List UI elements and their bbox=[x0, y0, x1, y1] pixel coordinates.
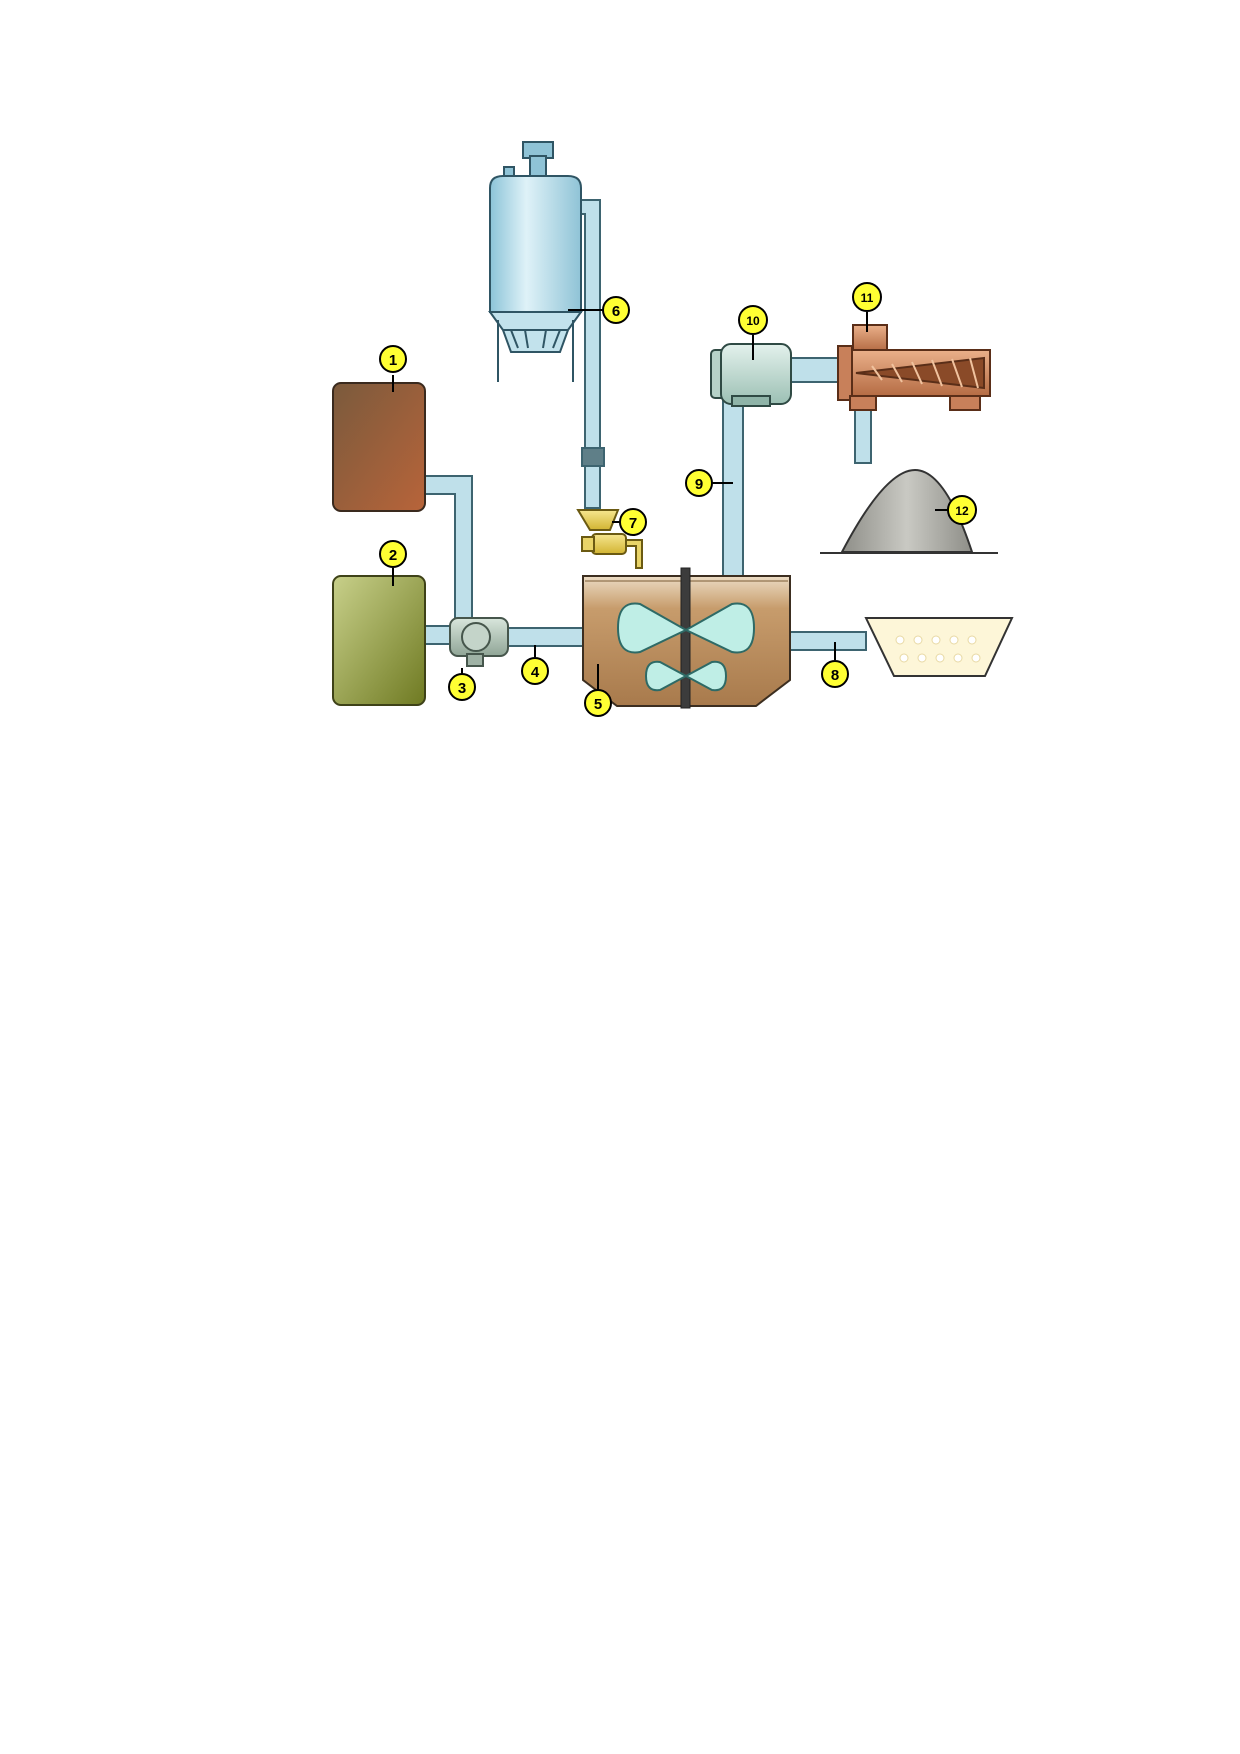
pipe-8-mixer-to-tray bbox=[785, 631, 867, 651]
storage-silo bbox=[488, 141, 583, 382]
feeder bbox=[576, 509, 643, 569]
callout-1: 1 bbox=[379, 345, 407, 373]
pipe-tank1-to-pump bbox=[422, 475, 473, 625]
callout-9-badge bbox=[685, 469, 713, 497]
tray-body bbox=[864, 617, 1014, 677]
press-inlet bbox=[852, 324, 888, 352]
mixer-shaft bbox=[680, 567, 691, 709]
callout-10-label: 10 bbox=[746, 314, 760, 328]
callout-11-label: 11 bbox=[861, 291, 874, 305]
tray-holes bbox=[895, 635, 981, 663]
raw-material-tank-1 bbox=[332, 382, 426, 512]
press-flange bbox=[837, 345, 853, 401]
callout-12: 12 bbox=[947, 495, 977, 525]
callout-2-label: 2 bbox=[389, 547, 397, 564]
callout-12-label: 12 bbox=[955, 504, 969, 518]
callout-5-badge bbox=[584, 689, 612, 717]
callout-5: 5 bbox=[584, 689, 612, 717]
callout-4-label: 4 bbox=[531, 664, 540, 681]
pipe-tank2-to-pump bbox=[422, 625, 454, 645]
callout-12-badge bbox=[947, 495, 977, 525]
callout-4-badge bbox=[521, 657, 549, 685]
impeller-upper bbox=[616, 602, 756, 654]
pump bbox=[449, 617, 509, 667]
feeder-knob bbox=[581, 536, 595, 552]
silo-top-neck bbox=[529, 155, 547, 179]
raw-material-tank-2 bbox=[332, 575, 426, 706]
impeller-lower bbox=[644, 660, 728, 692]
callout-6-label: 6 bbox=[612, 303, 620, 320]
callout-6-badge bbox=[602, 296, 630, 324]
callout-10: 10 bbox=[738, 305, 768, 335]
callout-11-badge bbox=[852, 282, 882, 312]
callout-3-label: 3 bbox=[458, 680, 466, 697]
callout-1-label: 1 bbox=[389, 352, 397, 369]
collection-tray bbox=[864, 617, 1014, 677]
callout-2: 2 bbox=[379, 540, 407, 568]
callout-8-badge bbox=[821, 660, 849, 688]
motor bbox=[710, 343, 792, 407]
callout-3-badge bbox=[448, 673, 476, 701]
callout-5-label: 5 bbox=[594, 696, 602, 713]
callout-1-badge bbox=[379, 345, 407, 373]
silo-body bbox=[489, 175, 582, 313]
press-foot bbox=[949, 395, 981, 411]
silo-cone bbox=[488, 311, 583, 353]
silo-cone-ribs bbox=[503, 329, 568, 349]
motor-base bbox=[731, 395, 771, 407]
mixing-tank bbox=[582, 567, 791, 709]
callout-10-badge bbox=[738, 305, 768, 335]
press-outlet-box bbox=[849, 395, 877, 411]
callout-7-label: 7 bbox=[629, 515, 637, 532]
pipe-press-outlet bbox=[854, 402, 872, 464]
callout-4: 4 bbox=[521, 657, 549, 685]
screw-press bbox=[837, 324, 991, 411]
callout-6: 6 bbox=[602, 296, 630, 324]
pipe-6-coupling bbox=[581, 447, 605, 467]
feeder-outlet bbox=[625, 539, 643, 569]
callout-2-badge bbox=[379, 540, 407, 568]
feeder-body bbox=[591, 533, 627, 555]
callout-9-label: 9 bbox=[695, 476, 703, 493]
pipe-9-mixer-to-motor bbox=[722, 397, 744, 579]
feeder-hopper bbox=[576, 509, 620, 531]
pipe-4-pump-to-mixer bbox=[504, 627, 584, 647]
press-screw-flights bbox=[871, 357, 979, 389]
pipe-motor-to-press bbox=[789, 357, 839, 383]
pipe-network bbox=[422, 199, 872, 651]
callout-9: 9 bbox=[685, 469, 713, 497]
callout-3: 3 bbox=[448, 673, 476, 701]
callout-8-label: 8 bbox=[831, 667, 839, 684]
callout-8: 8 bbox=[821, 660, 849, 688]
callout-11: 11 bbox=[852, 282, 882, 312]
callout-7-badge bbox=[619, 508, 647, 536]
callout-7: 7 bbox=[619, 508, 647, 536]
